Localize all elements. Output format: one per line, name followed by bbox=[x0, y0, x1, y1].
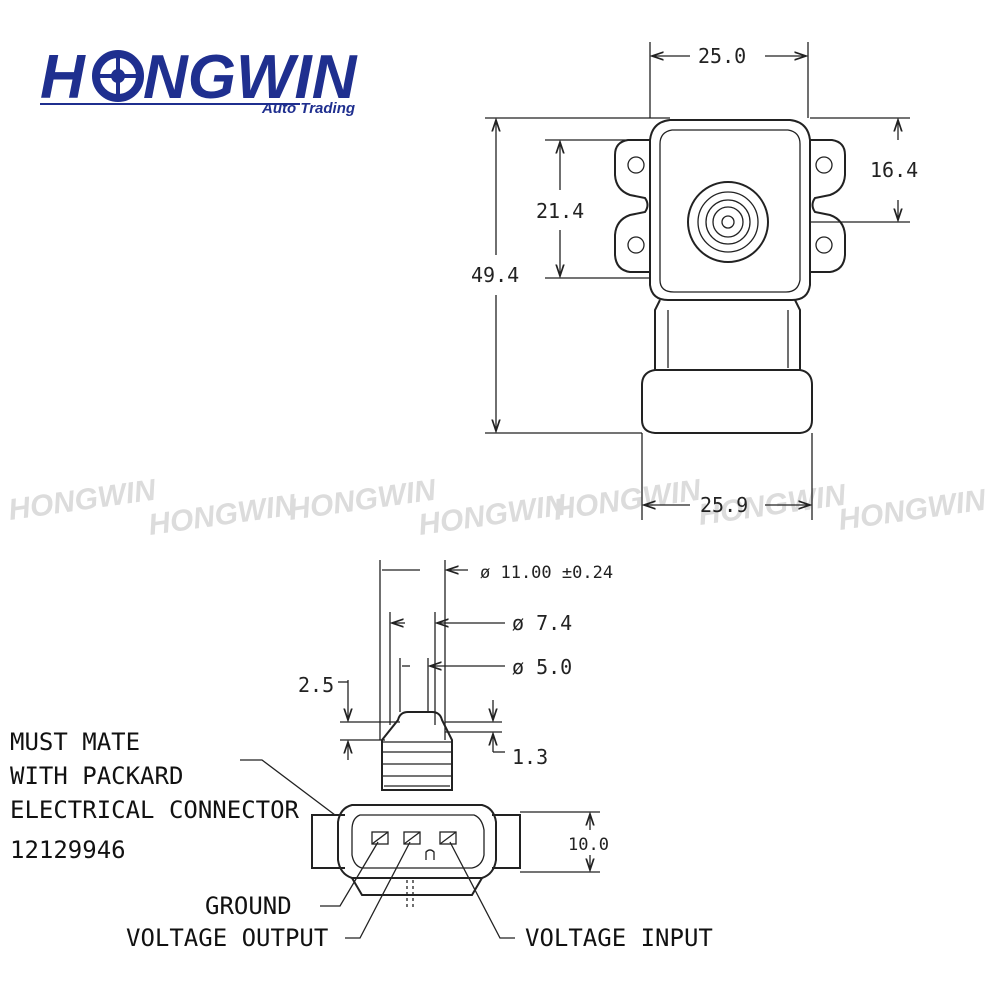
watermark: HONGWIN bbox=[551, 473, 704, 527]
dim-label: ø 11.00 ±0.24 bbox=[480, 563, 613, 583]
dim-label: 25.0 bbox=[698, 44, 746, 68]
sensor-top-view bbox=[614, 119, 846, 434]
pin-label-ground: GROUND bbox=[205, 892, 292, 920]
dimension-top-width: 25.0 bbox=[649, 42, 809, 118]
watermark: HONGWIN bbox=[286, 473, 439, 527]
sensor-connector-view bbox=[311, 711, 521, 910]
dimension-bottom-width: 25.9 bbox=[641, 433, 813, 520]
logo-tagline: Auto Trading bbox=[261, 100, 355, 117]
dim-label: 21.4 bbox=[536, 199, 584, 223]
dim-label: 25.9 bbox=[700, 493, 748, 517]
dim-label: ø 5.0 bbox=[512, 655, 572, 679]
note-line: MUST MATE bbox=[10, 728, 140, 756]
dimension-outer-diameter: ø 11.00 ±0.24 bbox=[379, 560, 613, 740]
pin-label-voltage-input: VOLTAGE INPUT bbox=[525, 924, 713, 952]
dimension-inner-diameter: ø 5.0 bbox=[399, 655, 572, 712]
dim-label: 49.4 bbox=[471, 263, 519, 287]
watermark: HONGWIN bbox=[836, 483, 989, 537]
dim-label: 2.5 bbox=[298, 673, 334, 697]
brand-logo: H NGWIN Auto Trading bbox=[40, 43, 358, 117]
dimension-step-length: 1.3 bbox=[445, 700, 548, 769]
note-line: ELECTRICAL CONNECTOR bbox=[10, 796, 300, 824]
logo-name: NGWIN bbox=[143, 43, 358, 112]
dimension-tip-length: 2.5 bbox=[298, 673, 400, 760]
dimension-mid-diameter: ø 7.4 bbox=[389, 611, 572, 725]
note-line: 12129946 bbox=[10, 836, 126, 864]
dimension-right-height: 16.4 bbox=[810, 117, 918, 223]
mating-connector-note: MUST MATE WITH PACKARD ELECTRICAL CONNEC… bbox=[10, 728, 336, 864]
watermark: HONGWIN bbox=[416, 488, 569, 542]
pin-labels: GROUND VOLTAGE OUTPUT VOLTAGE INPUT bbox=[126, 841, 713, 952]
pin-label-voltage-output: VOLTAGE OUTPUT bbox=[126, 924, 328, 952]
dim-label: 16.4 bbox=[870, 158, 918, 182]
dim-label: ø 7.4 bbox=[512, 611, 572, 635]
logo-letter: H bbox=[40, 43, 86, 112]
dim-label: 1.3 bbox=[512, 745, 548, 769]
watermark-row: HONGWIN HONGWIN HONGWIN HONGWIN HONGWIN … bbox=[6, 473, 989, 542]
dim-label: 10.0 bbox=[568, 835, 609, 855]
dimension-mid-height: 21.4 bbox=[536, 139, 650, 279]
logo-wheel-icon bbox=[92, 50, 144, 102]
watermark: HONGWIN bbox=[6, 473, 159, 527]
note-line: WITH PACKARD bbox=[10, 762, 183, 790]
watermark: HONGWIN bbox=[146, 488, 299, 542]
dimension-total-height: 49.4 bbox=[471, 117, 670, 434]
dimension-connector-height: 10.0 bbox=[520, 811, 609, 873]
